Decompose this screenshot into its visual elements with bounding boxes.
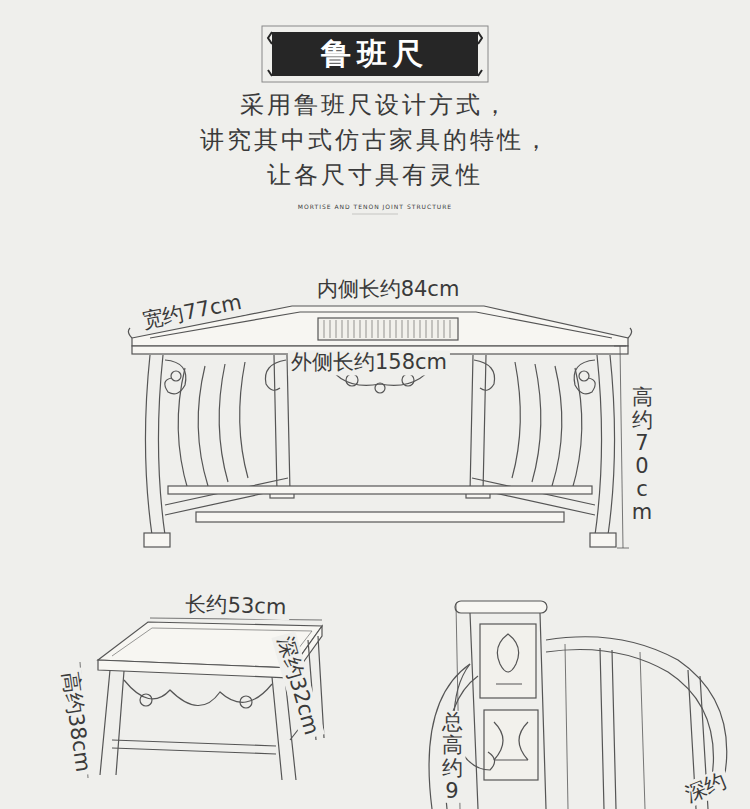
title: 鲁班尺 <box>321 34 429 75</box>
intro-line: 让各尺寸具有灵性 <box>267 161 483 190</box>
intro-line: 讲究其中式仿古家具的特性， <box>200 126 551 155</box>
table-sketch <box>128 306 631 548</box>
dimension-label: 外侧长约158cm <box>288 350 450 375</box>
dimension-label: 总高约9 <box>439 711 466 803</box>
dimension-label: 长约53cm <box>182 592 290 621</box>
dimension-label: 内侧长约84cm <box>314 277 463 302</box>
caption-rule <box>352 214 398 215</box>
dimension-label: 深约 <box>679 767 733 808</box>
dimension-label: 高约38cm <box>56 667 96 776</box>
title-banner <box>262 26 488 82</box>
stool-sketch <box>80 618 324 780</box>
chair-sketch <box>429 601 727 809</box>
dimension-label: 高约70cm <box>629 386 656 525</box>
dimension-label: 深约32cm <box>271 631 325 741</box>
subcaption: MORTISE AND TENON JOINT STRUCTURE <box>298 203 452 210</box>
intro-line: 采用鲁班尺设计方式， <box>240 91 510 120</box>
